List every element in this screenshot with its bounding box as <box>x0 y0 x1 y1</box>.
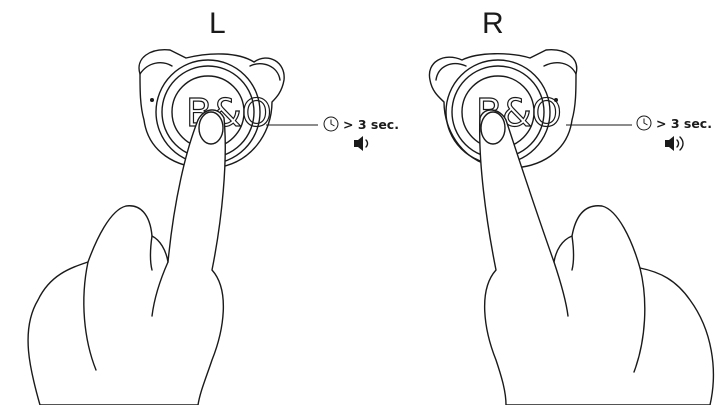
right-sensor-dot <box>554 98 558 102</box>
left-duration-text: > 3 sec. <box>343 117 399 132</box>
right-duration-text: > 3 sec. <box>656 116 712 131</box>
left-clock-icon <box>323 116 339 132</box>
left-hand <box>27 109 226 405</box>
right-hand <box>479 109 715 405</box>
right-side-label: R <box>482 7 504 40</box>
speaker-volume-down-icon <box>354 136 369 151</box>
left-hand-knuckle-2 <box>151 261 169 317</box>
left-hand-knuckle <box>149 235 153 271</box>
right-fingernail <box>480 111 506 145</box>
left-earbud-wing <box>139 62 173 75</box>
right-clock-icon <box>636 115 652 131</box>
left-fingernail <box>198 111 224 145</box>
right-hand-knuckle-2 <box>553 261 569 317</box>
right-earbud-wing-right <box>543 62 577 75</box>
left-earbud-wing-right <box>249 62 281 81</box>
left-earbud-panel: L B&O > 3 sec. <box>27 7 399 405</box>
left-side-label: L <box>209 7 226 40</box>
right-hand-outline <box>479 109 715 405</box>
right-hand-knuckle <box>571 235 575 271</box>
right-hand-crease <box>633 267 646 373</box>
right-earbud-panel: R B&O > 3 sec. <box>428 7 715 405</box>
left-earbud-shell <box>138 49 285 169</box>
left-hand-crease <box>83 261 97 371</box>
speaker-volume-up-icon <box>665 136 684 151</box>
left-sensor-dot <box>150 98 154 102</box>
right-earbud-wing <box>435 62 467 81</box>
left-hand-outline <box>27 109 226 405</box>
